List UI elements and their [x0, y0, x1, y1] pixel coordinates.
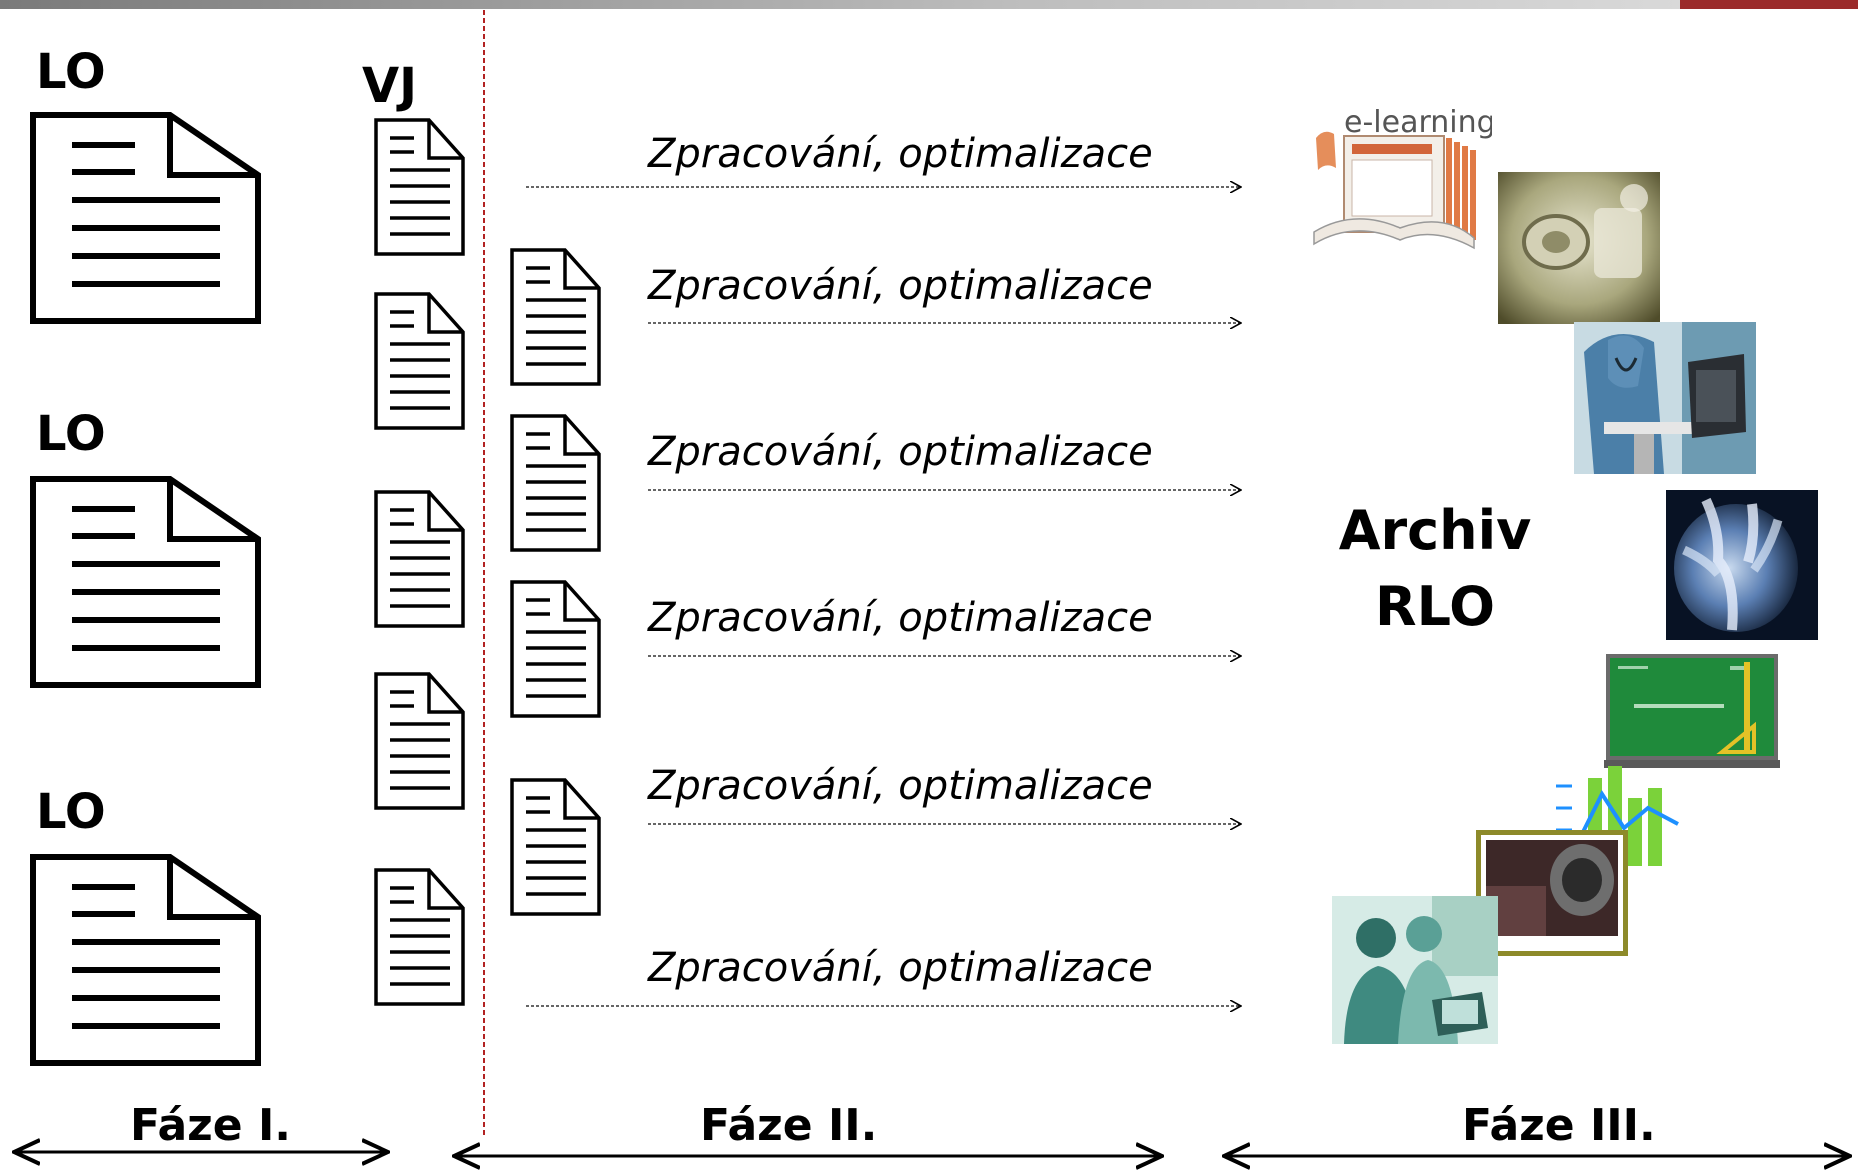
archive-title-line-2: RLO: [1375, 575, 1495, 638]
top-bar: [0, 0, 1858, 9]
processed-document-icon-2: [510, 414, 601, 552]
students-photo: [1332, 896, 1498, 1044]
lo-document-icon-3: [30, 854, 261, 1066]
processed-document-icon-1: [510, 248, 601, 386]
chalkboard-image: [1604, 654, 1780, 768]
archive-title-line-1: Archiv: [1338, 499, 1532, 562]
vj-document-icon-5: [374, 868, 465, 1006]
vj-document-icon-2: [374, 292, 465, 430]
processing-label-3: Zpracování, optimalizace: [648, 429, 1153, 475]
processing-label-1: Zpracování, optimalizace: [648, 131, 1153, 177]
phase-3-label: Fáze III.: [1462, 1100, 1656, 1151]
ultrasound-image: [1476, 830, 1628, 956]
top-bar-grey: [0, 0, 1680, 9]
camera-photo: [1498, 172, 1660, 324]
elearning-logo-text: e-learning: [1344, 108, 1492, 140]
vj-label: VJ: [362, 58, 418, 114]
top-bar-accent: [1680, 0, 1858, 9]
doctor-laptop-photo: [1574, 322, 1756, 474]
lo-label-2: LO: [36, 406, 106, 462]
processed-document-icon-4: [510, 778, 601, 916]
lo-label-3: LO: [36, 784, 106, 840]
processing-label-2: Zpracování, optimalizace: [648, 263, 1153, 309]
vj-document-icon-3: [374, 490, 465, 628]
xray-photo: [1666, 490, 1818, 640]
elearning-logo: e-learning: [1313, 108, 1492, 250]
lo-document-icon-1: [30, 112, 261, 324]
phase-1-label: Fáze I.: [130, 1100, 292, 1151]
lo-document-icon-2: [30, 476, 261, 688]
processing-label-4: Zpracování, optimalizace: [648, 595, 1153, 641]
processed-document-icon-3: [510, 580, 601, 718]
lo-label-1: LO: [36, 44, 106, 100]
phase-2-label: Fáze II.: [700, 1100, 878, 1151]
processing-label-6: Zpracování, optimalizace: [648, 945, 1153, 991]
processing-label-5: Zpracování, optimalizace: [648, 763, 1153, 809]
vj-document-icon-1: [374, 118, 465, 256]
vj-document-icon-4: [374, 672, 465, 810]
